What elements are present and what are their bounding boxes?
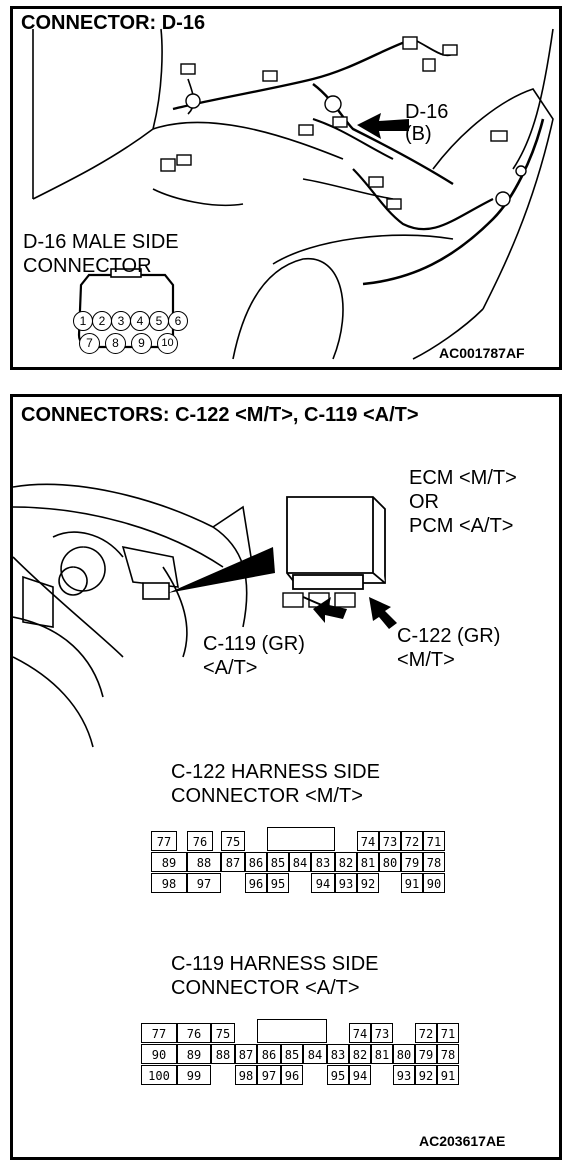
c119-pin: 99: [177, 1065, 211, 1085]
c119-pin: 90: [141, 1044, 177, 1064]
c122-pin: 91: [401, 873, 423, 893]
c122-lock-tab: [267, 827, 335, 851]
bottom-figure-code: AC203617AE: [419, 1133, 506, 1149]
c119-pin: 87: [235, 1044, 257, 1064]
c119-pin: 73: [371, 1023, 393, 1043]
c122-pin: 92: [357, 873, 379, 893]
c122-pin: 77: [151, 831, 177, 851]
d16-pin: 8: [105, 333, 126, 354]
c119-arrow: [313, 597, 347, 623]
c122-pin: 84: [289, 852, 311, 872]
ecm-label-line1: ECM <M/T>: [409, 467, 517, 489]
top-panel: CONNECTOR: D-16 D-16 (B) D-16 MALE SIDE …: [10, 6, 562, 370]
c119-pin: 97: [257, 1065, 281, 1085]
c119-pin: 100: [141, 1065, 177, 1085]
c122-pin: 90: [423, 873, 445, 893]
c122-pin: 96: [245, 873, 267, 893]
d16-pin: 1: [73, 311, 93, 331]
c122-pin: 87: [221, 852, 245, 872]
d16-pin: 3: [111, 311, 131, 331]
c119-pin: 77: [141, 1023, 177, 1043]
c119-pin: 83: [327, 1044, 349, 1064]
c122-label-line2: CONNECTOR <M/T>: [171, 785, 363, 807]
c122-pin: 85: [267, 852, 289, 872]
c119-pin: 78: [437, 1044, 459, 1064]
c119-pin: 94: [349, 1065, 371, 1085]
c119-pin: 81: [371, 1044, 393, 1064]
c122-pin: 75: [221, 831, 245, 851]
c122-pin: 95: [267, 873, 289, 893]
c119-pin: 92: [415, 1065, 437, 1085]
c119-pin: 80: [393, 1044, 415, 1064]
c119-pin: 86: [257, 1044, 281, 1064]
c122-pin: 72: [401, 831, 423, 851]
c119-callout-line1: C-119 (GR): [203, 633, 305, 655]
c122-arrow: [369, 597, 397, 629]
ecm-label-line2: OR: [409, 491, 439, 513]
c122-callout-line1: C-122 (GR): [397, 625, 501, 647]
bottom-panel: CONNECTORS: C-122 <M/T>, C-119 <A/T> ECM…: [10, 394, 562, 1160]
callout-arrow-d16: [357, 113, 409, 139]
c119-callout-line2: <A/T>: [203, 657, 258, 679]
c122-pin: 82: [335, 852, 357, 872]
c119-pin: 79: [415, 1044, 437, 1064]
c122-pin: 74: [357, 831, 379, 851]
d16-pin: 2: [92, 311, 112, 331]
d16-callout-line2: (B): [405, 123, 432, 145]
c119-pin: 74: [349, 1023, 371, 1043]
c122-pin: 83: [311, 852, 335, 872]
c122-pin: 71: [423, 831, 445, 851]
vehicle-harness-illustration: [32, 28, 554, 360]
c122-pin: 81: [357, 852, 379, 872]
c119-pin: 98: [235, 1065, 257, 1085]
c122-pin: 79: [401, 852, 423, 872]
d16-connector-label-line1: D-16 MALE SIDE: [23, 231, 179, 253]
c119-pin: 75: [211, 1023, 235, 1043]
c122-pin: 76: [187, 831, 213, 851]
c122-label-line1: C-122 HARNESS SIDE: [171, 761, 380, 783]
c119-pin: 76: [177, 1023, 211, 1043]
c122-pin: 98: [151, 873, 187, 893]
c119-pin: 84: [303, 1044, 327, 1064]
c119-pin: 82: [349, 1044, 371, 1064]
c119-pin: 72: [415, 1023, 437, 1043]
c119-pin: 96: [281, 1065, 303, 1085]
c119-pin: 85: [281, 1044, 303, 1064]
c119-label-line1: C-119 HARNESS SIDE: [171, 953, 379, 975]
d16-connector-label-line2: CONNECTOR: [23, 255, 152, 277]
top-title: CONNECTOR: D-16: [21, 12, 206, 34]
c119-pin: 95: [327, 1065, 349, 1085]
d16-pin: 7: [79, 333, 100, 354]
c122-pin: 78: [423, 852, 445, 872]
ecm-label-line3: PCM <A/T>: [409, 515, 514, 537]
c122-pin: 97: [187, 873, 221, 893]
d16-pin: 5: [149, 311, 169, 331]
c119-pin: 88: [211, 1044, 235, 1064]
d16-callout-line1: D-16: [405, 101, 449, 123]
c122-pin: 94: [311, 873, 335, 893]
c119-label-line2: CONNECTOR <A/T>: [171, 977, 360, 999]
bottom-title: CONNECTORS: C-122 <M/T>, C-119 <A/T>: [21, 404, 419, 426]
c119-pin: 91: [437, 1065, 459, 1085]
c119-lock-tab: [257, 1019, 327, 1043]
c122-pin: 86: [245, 852, 267, 872]
c122-pin: 88: [187, 852, 221, 872]
c122-pin: 89: [151, 852, 187, 872]
d16-pin: 10: [157, 333, 178, 354]
d16-pin: 6: [168, 311, 188, 331]
ecm-box: [286, 496, 386, 590]
d16-pin: 9: [131, 333, 152, 354]
c122-pin: 93: [335, 873, 357, 893]
c119-pin: 71: [437, 1023, 459, 1043]
c122-pin: 80: [379, 852, 401, 872]
c119-pin: 93: [393, 1065, 415, 1085]
d16-pin: 4: [130, 311, 150, 331]
top-figure-code: AC001787AF: [439, 345, 525, 361]
dashboard-ecm-illustration: [13, 483, 397, 748]
c119-pin: 89: [177, 1044, 211, 1064]
c122-pin: 73: [379, 831, 401, 851]
c122-callout-line2: <M/T>: [397, 649, 455, 671]
